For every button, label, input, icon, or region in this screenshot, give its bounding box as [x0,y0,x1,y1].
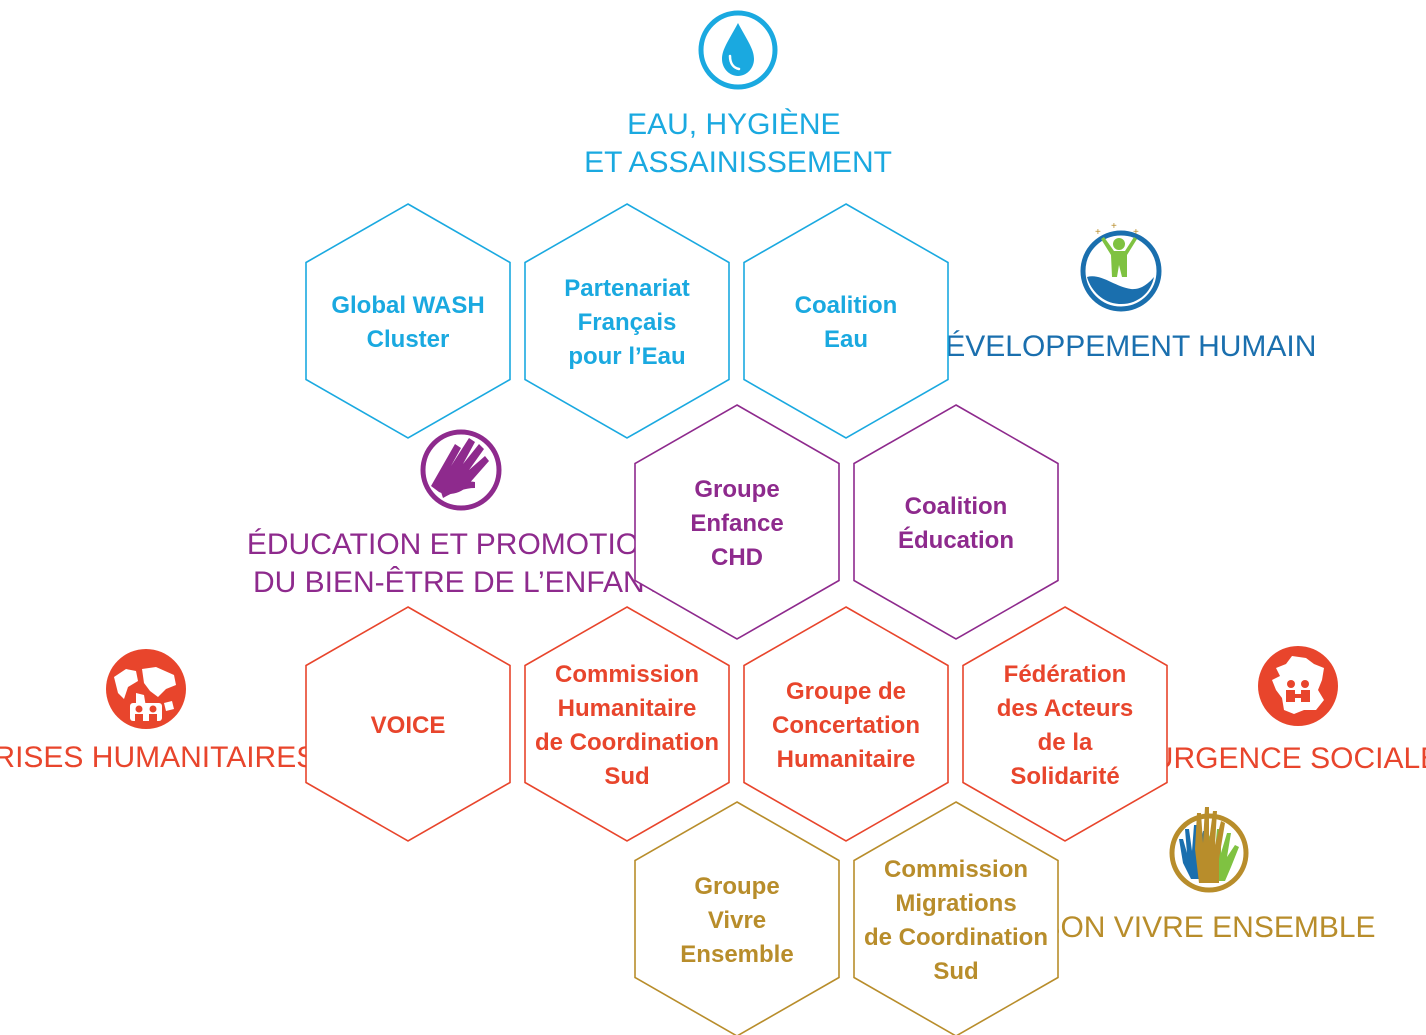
hexagon-label-line: CHD [711,544,763,571]
category-label-line: DU BIEN-ÊTRE DE L’ENFANT [253,566,663,599]
category-label-line: ET ASSAINISSEMENT [584,146,892,179]
france-map-icon [1258,646,1338,726]
hexagon-label-line: Coalition [905,493,1008,520]
category-label-water: EAU, HYGIÈNE ET ASSAINISSEMENT [584,108,892,179]
hexagon-label-line: de Coordination [535,729,719,756]
world-map-icon [106,649,186,729]
hexagon-outline [634,404,840,640]
hexagon-label-line: Sud [933,958,978,985]
hexagon-outline [853,404,1059,640]
hexagon-label-line: Français [578,309,677,336]
hexagon-label-line: Eau [824,326,868,353]
category-label-social: URGENCE SOCIALE [1152,742,1426,775]
category-label-human-dev: DÉVELOPPEMENT HUMAIN [924,330,1317,363]
hexagon-label-line: pour l’Eau [568,343,685,370]
hexagon-label-line: Solidarité [1010,763,1119,790]
hexagon-label-line: Sud [604,763,649,790]
hexagon-label-line: des Acteurs [997,695,1134,722]
hexagon-label-line: de Coordination [864,924,1048,951]
hexagon-label-line: Humanitaire [777,746,916,773]
hexagon-label-line: Ensemble [680,941,793,968]
category-label-crisis: CRISES HUMANITAIRES [0,741,316,774]
hexagon-label-line: Concertation [772,712,920,739]
hexagon-outline [305,203,511,439]
category-label-line: DÉVELOPPEMENT HUMAIN [924,330,1317,363]
hexagon-label-line: Commission [884,856,1028,883]
hexagon-label-line: Partenariat [564,275,689,302]
water-drop-icon [698,10,778,90]
hex-federation-acteurs-solidarite: Fédération des Acteurs de la Solidarité [962,606,1168,842]
hexagon-label-line: VOICE [371,712,446,739]
hexagon-outline [524,606,730,842]
hexagon-label-line: Global WASH [331,292,484,319]
svg-text:+: + [1111,221,1117,232]
hexagon-label-line: Groupe [694,476,779,503]
hexagon-label-line: Coalition [795,292,898,319]
person-in-hand-icon: + + + [1080,221,1162,312]
category-label-line: EAU, HYGIÈNE [627,108,840,141]
hexagon-label: Global WASH Cluster [331,292,484,353]
category-label-line: URGENCE SOCIALE [1152,742,1426,775]
hexagon-label-line: Migrations [895,890,1016,917]
hexagon-outline [305,606,511,842]
hexagon-outline [634,801,840,1035]
hexagon-label: VOICE [371,712,446,739]
category-label-line: BON VIVRE ENSEMBLE [1040,911,1375,944]
category-label-education: ÉDUCATION ET PROMOTION DU BIEN-ÊTRE DE L… [247,528,669,599]
hex-global-wash-cluster: Global WASH Cluster [305,203,511,439]
hexagon-label-line: Commission [555,661,699,688]
svg-text:+: + [1133,227,1139,238]
category-label-line: ÉDUCATION ET PROMOTION [247,528,661,561]
hexagon-label-line: Groupe [694,873,779,900]
hexagon-label-line: Enfance [690,510,783,537]
hexagon-label-line: Groupe de [786,678,906,705]
hexagon-label-line: Fédération [1004,661,1127,688]
child-hand-icon [420,429,502,511]
hexagon-label-line: Vivre [708,907,766,934]
hexagon-label-line: Éducation [898,526,1014,554]
hexagon-outline [853,801,1059,1035]
category-label-living: BON VIVRE ENSEMBLE [1040,911,1375,944]
hexagon-outline [524,203,730,439]
hexagon-outline [743,606,949,842]
hex-voice: VOICE [305,606,511,842]
hexagon-label-line: Cluster [367,326,450,353]
hexagon-outline [962,606,1168,842]
hexagon-outline [743,203,949,439]
hexagon-label-line: Humanitaire [558,695,697,722]
hexagon-label: Fédération des Acteurs de la Solidarité [997,661,1134,790]
category-label-line: CRISES HUMANITAIRES [0,741,316,774]
svg-text:+: + [1095,227,1101,238]
raised-hands-icon [1169,807,1249,893]
hexagon-label-line: de la [1038,729,1093,756]
